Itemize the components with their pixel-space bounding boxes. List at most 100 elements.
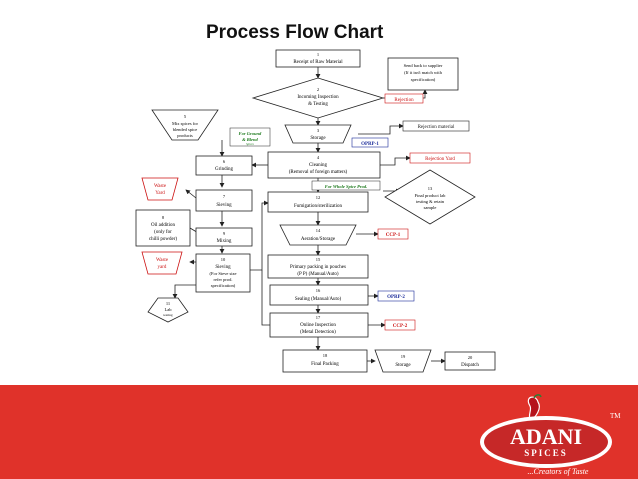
step-fumigation: 12 Fumigation/sterilization	[267, 191, 369, 213]
for-whole-spice-tag: For Whole Spice Prod.	[311, 180, 381, 191]
svg-text:5: 5	[184, 114, 187, 119]
svg-text:10: 10	[221, 257, 226, 262]
svg-text:20: 20	[468, 355, 473, 360]
ccp2-tag: CCP-2	[384, 319, 416, 331]
rejection-yard-tag: Rejection Yard	[409, 152, 471, 164]
svg-text:Rejection: Rejection	[394, 98, 414, 103]
oprp2-tag: OPRP-2	[377, 290, 415, 302]
svg-text:Receipt of Raw Material: Receipt of Raw Material	[293, 60, 343, 65]
page-title: Process Flow Chart	[206, 22, 384, 43]
svg-text:Aeration/Storage: Aeration/Storage	[301, 237, 336, 242]
logo-tagline: ...Creators of Taste	[528, 467, 589, 476]
svg-text:Dispatch: Dispatch	[461, 363, 479, 368]
svg-text:Spices: Spices	[246, 142, 254, 146]
svg-text:6: 6	[223, 159, 226, 164]
rejection-tag: Rejection	[384, 93, 424, 104]
svg-text:Storage: Storage	[310, 136, 326, 141]
svg-text:Send back to supplier: Send back to supplier	[404, 63, 443, 68]
svg-text:Rejection Yard: Rejection Yard	[425, 157, 455, 162]
svg-text:& Testing: & Testing	[308, 102, 328, 107]
chili-icon	[527, 396, 540, 421]
svg-text:3: 3	[317, 128, 320, 133]
svg-text:2: 2	[317, 87, 319, 92]
step-sieving-size: 10 Sieving (For Sieve size refer prod. s…	[195, 253, 251, 293]
svg-text:CCP-1: CCP-1	[386, 233, 401, 238]
svg-text:yard: yard	[158, 265, 167, 270]
svg-text:blended spice: blended spice	[173, 127, 198, 132]
waste-yard-2: Waste yard	[141, 251, 183, 275]
svg-text:Online Inspection: Online Inspection	[300, 323, 336, 328]
svg-text:For Whole Spice Prod.: For Whole Spice Prod.	[325, 184, 367, 189]
svg-text:16: 16	[316, 288, 321, 293]
svg-text:Yard: Yard	[155, 191, 165, 196]
svg-text:Storage: Storage	[395, 363, 411, 368]
for-ground-blend-tag: For Ground & Blend Spices	[229, 127, 271, 147]
svg-text:Sealing (Manual/Auto): Sealing (Manual/Auto)	[295, 297, 342, 302]
svg-text:Fumigation/sterilization: Fumigation/sterilization	[294, 204, 343, 209]
svg-text:(For Sieve size: (For Sieve size	[210, 271, 237, 276]
send-back-line: (If it isn't match with	[404, 70, 443, 75]
svg-text:8: 8	[162, 215, 165, 220]
svg-text:Mixing: Mixing	[217, 239, 232, 244]
step-online-inspection: 17 Online Inspection (Metal Detection)	[269, 312, 369, 338]
svg-text:(Removal of foreign matters): (Removal of foreign matters)	[289, 170, 348, 175]
step-incoming-inspection: 2 Incoming Inspection & Testing	[251, 77, 385, 119]
svg-text:18: 18	[323, 353, 328, 358]
svg-text:& Blend: & Blend	[242, 137, 258, 142]
send-back-to-supplier: Send back to supplier (If it isn't match…	[387, 57, 459, 91]
process-flow-diagram: 1 Receipt of Raw Material 2 Incoming Ins…	[135, 49, 496, 373]
svg-text:17: 17	[316, 315, 321, 320]
svg-text:9: 9	[223, 231, 226, 236]
svg-text:11: 11	[166, 301, 170, 306]
svg-text:testing: testing	[163, 313, 173, 317]
logo-subword: SPICES	[524, 448, 568, 458]
svg-text:14: 14	[316, 228, 321, 233]
svg-text:13: 13	[428, 186, 433, 191]
svg-text:Sieving: Sieving	[215, 265, 231, 270]
step-storage-final: 19 Storage	[374, 349, 432, 373]
step-final-lab-testing: 13 Final product lab testing & retain sa…	[384, 169, 476, 225]
step-receipt-raw-material: 1 Receipt of Raw Material	[275, 49, 361, 68]
svg-text:Sieving: Sieving	[216, 203, 232, 208]
svg-text:(Metal Detection): (Metal Detection)	[300, 330, 336, 335]
svg-text:Grinding: Grinding	[215, 167, 234, 172]
svg-text:7: 7	[223, 194, 226, 199]
svg-text:Primary packing in pouches: Primary packing in pouches	[290, 265, 346, 270]
svg-text:4: 4	[317, 155, 320, 160]
step-cleaning: 4 Cleaning (Removal of foreign matters)	[267, 151, 381, 179]
step-dispatch: 20 Dispatch	[444, 351, 496, 371]
svg-text:Incoming Inspection: Incoming Inspection	[297, 95, 339, 100]
svg-text:(only for: (only for	[154, 230, 172, 235]
step-primary-packing: 15 Primary packing in pouches (P P) (Man…	[267, 254, 369, 279]
adani-spices-logo: TM ADANI SPICES ...Creators of Taste	[480, 394, 621, 476]
svg-text:15: 15	[316, 257, 321, 262]
svg-text:For Ground: For Ground	[239, 131, 262, 136]
svg-text:OPRP-2: OPRP-2	[387, 295, 405, 300]
svg-text:(P P) (Manual/Auto): (P P) (Manual/Auto)	[297, 272, 339, 277]
svg-text:CCP-2: CCP-2	[393, 324, 408, 329]
step-oil-addition: 8 Oil addition (only for chilli powder)	[135, 209, 191, 247]
svg-text:chilli powder): chilli powder)	[149, 237, 178, 242]
svg-text:Final product lab: Final product lab	[415, 193, 446, 198]
svg-text:Oil addition: Oil addition	[151, 223, 176, 228]
svg-text:12: 12	[316, 195, 321, 200]
svg-text:1: 1	[317, 52, 319, 57]
svg-text:Waste: Waste	[156, 258, 169, 263]
svg-text:Cleaning: Cleaning	[309, 163, 328, 168]
step-storage: 3 Storage	[284, 124, 352, 144]
svg-text:Lab: Lab	[165, 307, 173, 312]
send-back-line: specification)	[411, 77, 436, 82]
svg-text:OPRP-1: OPRP-1	[361, 142, 379, 147]
step-sieving: 7 Sieving	[195, 189, 253, 212]
step-mixing: 9 Mixing	[195, 227, 253, 247]
step-aeration-storage: 14 Aeration/Storage	[279, 224, 357, 246]
svg-text:Final Packing: Final Packing	[311, 362, 339, 367]
svg-text:specification): specification)	[211, 283, 236, 288]
waste-yard-1: Waste Yard	[141, 177, 179, 201]
step-sealing: 16 Sealing (Manual/Auto)	[269, 284, 369, 306]
svg-text:products: products	[177, 133, 193, 138]
step-mix-spices: 5 Mix spices for blended spice products	[151, 109, 219, 141]
oprp1-tag: OPRP-1	[351, 137, 389, 148]
svg-text:refer prod.: refer prod.	[214, 277, 233, 282]
logo-wordmark: ADANI	[510, 424, 582, 449]
